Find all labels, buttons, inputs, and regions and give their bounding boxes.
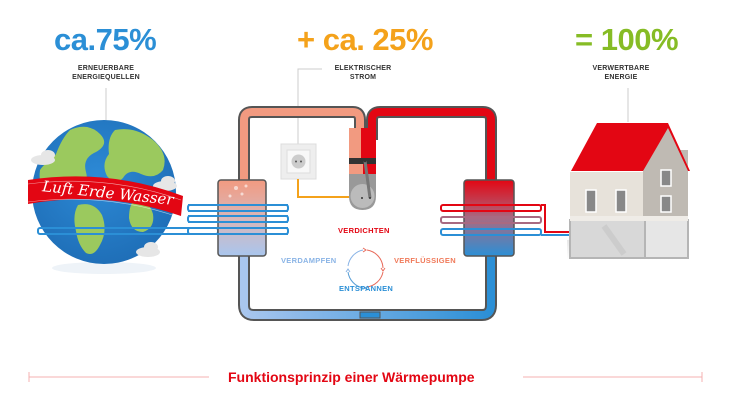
cycle-label-condense: VERFLÜSSIGEN <box>394 256 456 265</box>
power-cable <box>297 179 352 198</box>
power-socket-icon <box>280 143 317 180</box>
electric-label-line2: STROM <box>349 74 377 81</box>
electric-percentage: + ca. 25% <box>297 22 433 57</box>
electric-label-line1: ELEKTRISCHER <box>334 65 392 72</box>
globe-banner <box>28 176 183 216</box>
cycle-arrows <box>345 247 386 291</box>
electric-connector <box>297 68 322 148</box>
house-icon <box>567 123 690 260</box>
cloud-icon <box>136 242 160 257</box>
renewable-label: ERNEUERBARE ENERGIEQUELLEN <box>66 64 146 82</box>
renewable-percentage: ca.75% <box>54 22 157 57</box>
cloud-icon <box>31 150 55 165</box>
cycle-label-evaporate: VERDAMPFEN <box>281 256 337 265</box>
usable-label-line1: VERWERTBARE <box>592 65 650 72</box>
usable-label: VERWERTBARE ENERGIE <box>586 64 656 82</box>
cycle-label-compress: VERDICHTEN <box>338 226 390 235</box>
expansion-valve <box>359 311 381 319</box>
heating-coils <box>440 204 542 236</box>
cycle-label-expand: ENTSPANNEN <box>339 284 394 293</box>
usable-percentage: = 100% <box>575 22 679 57</box>
footer-rule-right <box>523 372 703 382</box>
usable-label-line2: ENERGIE <box>604 74 638 81</box>
footer-rule-left <box>28 372 209 382</box>
compressor <box>349 128 376 210</box>
renewable-label-line1: ERNEUERBARE <box>77 65 135 72</box>
electric-label: ELEKTRISCHER STROM <box>328 64 398 82</box>
diagram-title: Funktionsprinzip einer Wärmepumpe <box>228 369 475 385</box>
renewable-label-line2: ENERGIEQUELLEN <box>72 74 140 81</box>
refrigerant-circuit <box>238 106 497 321</box>
evaporator-tank <box>217 179 267 257</box>
cloud-icon <box>153 176 177 191</box>
